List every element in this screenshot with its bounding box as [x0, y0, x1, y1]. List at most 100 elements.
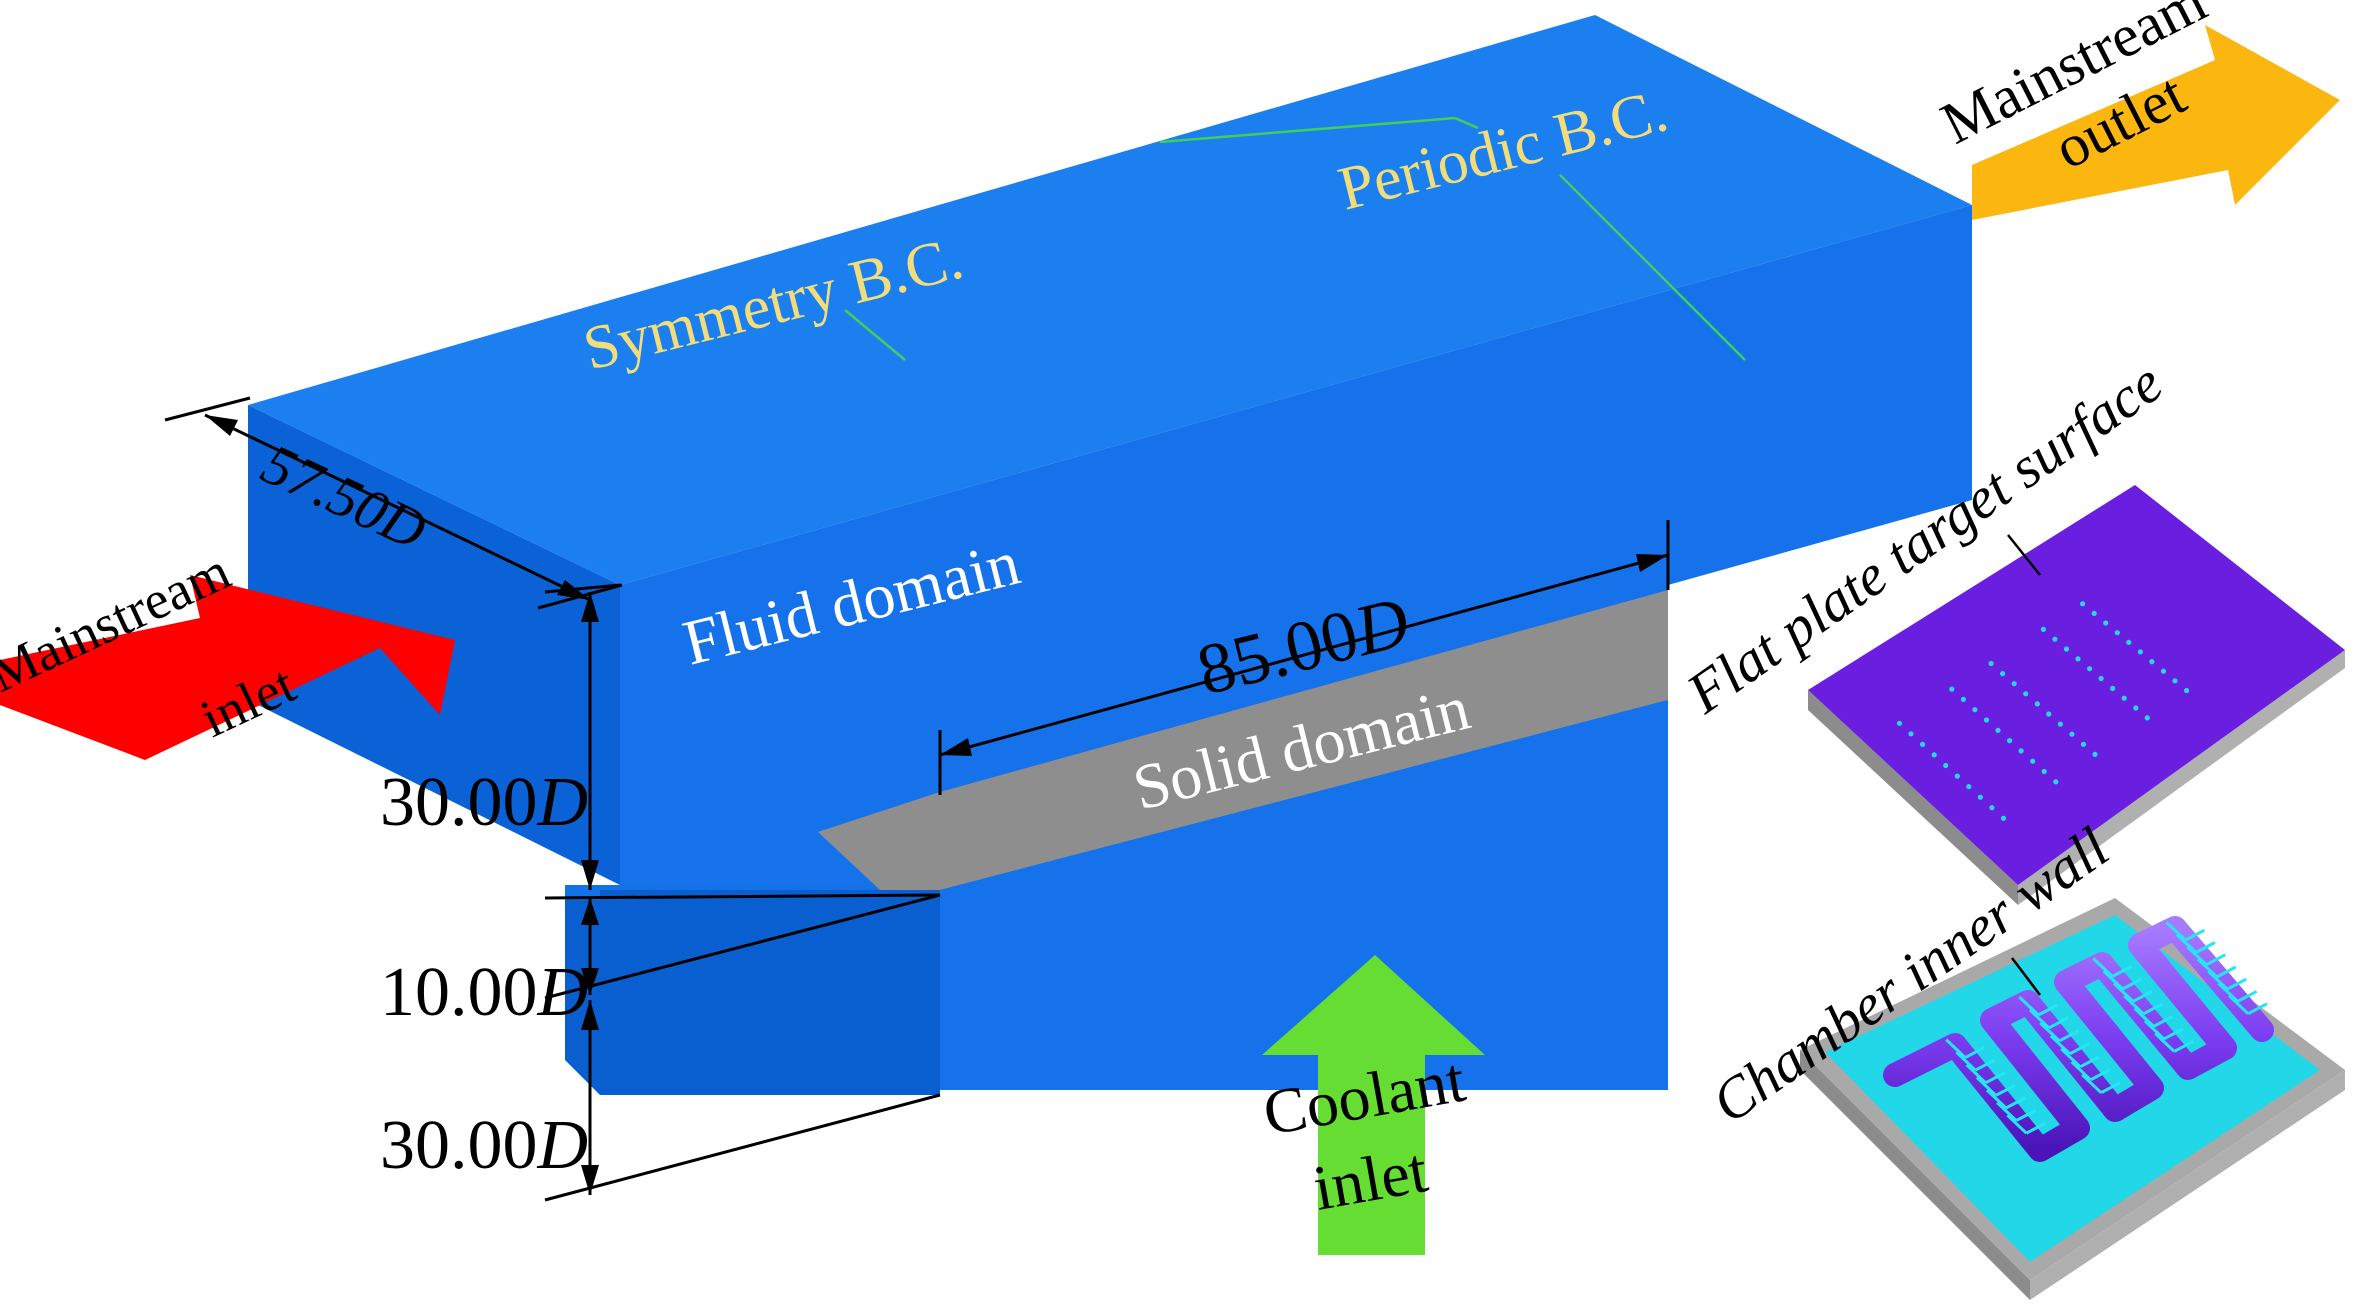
film-hole — [1977, 794, 1983, 800]
pin-fin — [2102, 969, 2124, 991]
periodic-leader-1 — [1159, 116, 1456, 144]
film-hole — [2133, 705, 2139, 711]
pin-fin — [2205, 953, 2226, 967]
chamber-leader — [2011, 957, 2041, 996]
dim-solid-height-label: 10.00D — [380, 954, 588, 1031]
dim-solid-height-value: 10.00 — [380, 954, 538, 1031]
film-hole — [2149, 659, 2155, 665]
film-hole — [2092, 751, 2098, 758]
pin-fin — [2060, 1047, 2082, 1068]
flat-plate-leader — [2007, 534, 2041, 576]
impingement-pins — [1945, 921, 2268, 1135]
pin-fin — [1965, 1063, 1987, 1084]
flat-plate-top — [1808, 485, 2345, 885]
pin-fin — [2228, 994, 2250, 1015]
film-hole — [2007, 738, 2013, 744]
dim-width-ext-1 — [164, 396, 251, 422]
arrowhead-solid-top — [581, 898, 599, 925]
dim-chamber-height-label: 30.00D — [380, 1107, 588, 1184]
pin-fin — [2028, 1008, 2050, 1029]
film-hole — [1988, 660, 1994, 667]
dimension-arrowheads — [205, 415, 1668, 1195]
film-hole — [2057, 721, 2063, 727]
film-hole — [2063, 646, 2070, 652]
pin-fin — [2184, 928, 2206, 942]
pin-fin — [2207, 970, 2229, 991]
film-hole — [1943, 762, 1949, 769]
pin-fin — [2154, 1032, 2176, 1053]
flat-plate-side-left — [1808, 690, 2018, 905]
film-hole — [2000, 815, 2007, 821]
pin-fin — [2005, 1096, 2026, 1110]
film-hole — [1949, 686, 1955, 692]
pin-fin — [2111, 965, 2132, 978]
pin-fin — [1955, 1051, 1977, 1072]
film-hole — [1972, 707, 1978, 713]
arrowhead-width-start — [205, 415, 238, 436]
film-hole — [1983, 717, 1990, 723]
film-hole — [2075, 656, 2081, 662]
film-hole — [1960, 696, 1966, 703]
pin-fin — [2173, 1040, 2194, 1053]
pin-fin — [2236, 990, 2258, 1003]
mainstream-outlet-arrow — [1972, 25, 2340, 220]
pin-fin — [2196, 957, 2218, 979]
pin-fin — [2039, 1021, 2061, 1042]
film-hole — [1920, 741, 1926, 748]
film-hole — [2080, 601, 2086, 607]
pin-fin — [1974, 1058, 1996, 1072]
film-hole — [2041, 768, 2047, 775]
pin-fin — [2089, 1068, 2111, 1082]
pin-fin — [2069, 1042, 2090, 1056]
pin-fin — [1964, 1046, 1985, 1059]
dim-fluid-height-unit: D — [537, 764, 589, 841]
film-hole — [2023, 691, 2029, 697]
film-hole — [1989, 805, 1995, 811]
flat-plate-side-right — [2018, 650, 2345, 905]
flat-plate-inset — [1808, 485, 2345, 905]
film-hole — [2110, 685, 2116, 692]
dim-chamber-height-unit: D — [537, 1107, 589, 1184]
pin-fin — [2025, 1121, 2047, 1135]
pin-fin — [1975, 1076, 1997, 1097]
pin-fin — [2070, 1060, 2092, 1081]
pin-fin — [2226, 977, 2247, 991]
dim-solid-ext-bottom — [544, 893, 941, 1000]
periodic-leader-3 — [1559, 174, 1746, 361]
dim-fluid-ext-top — [544, 583, 621, 594]
film-hole — [1931, 752, 1937, 758]
film-hole — [2046, 711, 2052, 717]
film-hole — [1995, 727, 2001, 733]
film-hole — [2126, 639, 2132, 645]
film-hole — [2069, 731, 2075, 737]
film-hole — [2018, 748, 2024, 754]
pin-fin — [2163, 1027, 2184, 1041]
film-hole — [2172, 678, 2178, 684]
pin-fin — [2121, 977, 2143, 991]
arrowhead-length-start — [940, 738, 972, 756]
periodic-leader-2 — [1454, 116, 1479, 130]
leader-lines — [844, 116, 1746, 361]
film-hole — [2114, 630, 2120, 636]
film-hole — [2053, 779, 2059, 785]
arrowhead-fluid-top — [581, 592, 599, 622]
pin-fin — [2037, 1003, 2059, 1017]
dim-solid-height-unit: D — [537, 954, 589, 1031]
chamber-domain-left-face — [600, 890, 940, 1090]
pin-fin — [2015, 1109, 2036, 1122]
film-hole — [2000, 671, 2006, 677]
chamber-wall-right — [2030, 1070, 2345, 1300]
arrowhead-width-end — [557, 580, 590, 600]
arrowhead-chamber-top — [581, 1000, 599, 1030]
solid-domain-left-face — [818, 792, 940, 890]
dimension-lines — [164, 396, 1670, 1202]
film-hole — [2052, 636, 2058, 642]
fluid-domain-top-face — [248, 15, 1972, 585]
pin-fin — [2018, 995, 2040, 1017]
pin-fin — [2132, 990, 2153, 1003]
film-hole — [2091, 610, 2097, 617]
arrowhead-fluid-bottom — [581, 860, 599, 890]
film-hole — [2121, 695, 2127, 701]
